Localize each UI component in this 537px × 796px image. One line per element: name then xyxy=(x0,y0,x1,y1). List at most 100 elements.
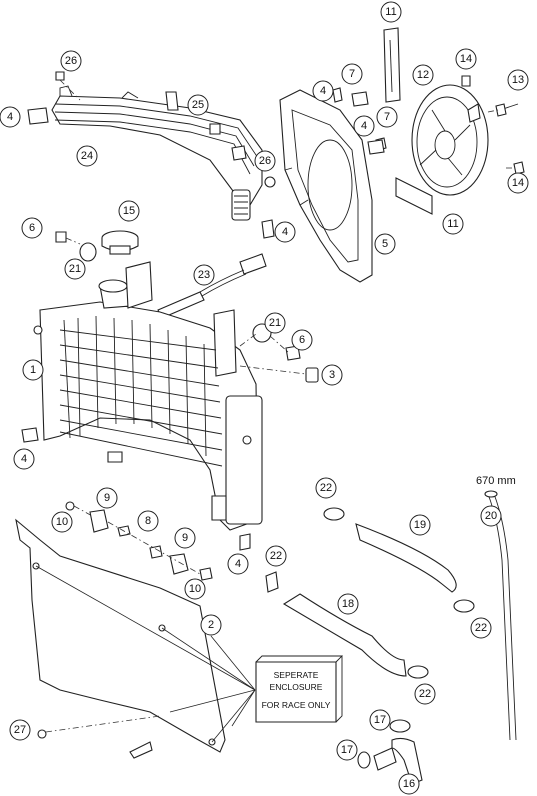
hose-length-label: 670 mm xyxy=(476,475,516,487)
callout-4f: 4 xyxy=(227,553,249,575)
svg-text:4: 4 xyxy=(282,226,288,238)
callout-4e: 4 xyxy=(13,448,35,470)
svg-text:9: 9 xyxy=(182,532,188,544)
svg-text:8: 8 xyxy=(145,515,151,527)
svg-text:19: 19 xyxy=(414,519,426,531)
svg-text:25: 25 xyxy=(192,99,204,111)
callout-4c: 4 xyxy=(312,80,334,102)
callout-3: 3 xyxy=(321,364,343,386)
callout-14b: 14 xyxy=(507,172,529,194)
callout-26b: 26 xyxy=(254,150,276,172)
fan-shroud xyxy=(279,89,373,283)
mounting-kit xyxy=(65,501,251,581)
svg-text:21: 21 xyxy=(69,263,81,275)
svg-text:7: 7 xyxy=(349,68,355,80)
main-radiator xyxy=(33,261,263,531)
enclosure-note-line3: FOR RACE ONLY xyxy=(262,700,331,710)
svg-text:22: 22 xyxy=(419,688,431,700)
svg-text:21: 21 xyxy=(269,317,281,329)
radiator-guard-plate xyxy=(15,518,256,759)
svg-text:5: 5 xyxy=(382,238,388,250)
svg-text:11: 11 xyxy=(447,218,458,230)
svg-text:26: 26 xyxy=(65,55,77,67)
callout-1: 1 xyxy=(22,359,44,381)
callout-22c: 22 xyxy=(470,617,492,639)
callout-23: 23 xyxy=(193,264,215,286)
callout-17b: 17 xyxy=(336,739,358,761)
svg-text:6: 6 xyxy=(299,334,305,346)
svg-text:4: 4 xyxy=(235,558,241,570)
svg-text:4: 4 xyxy=(361,120,367,132)
callout-4b: 4 xyxy=(274,221,296,243)
svg-text:23: 23 xyxy=(198,269,210,281)
callout-17a: 17 xyxy=(369,709,391,731)
svg-text:4: 4 xyxy=(320,85,326,97)
callout-10b: 10 xyxy=(184,578,206,600)
fan-switch-cable xyxy=(156,253,267,324)
separate-enclosure-box xyxy=(255,655,344,723)
callout-9a: 9 xyxy=(96,487,118,509)
callout-9b: 9 xyxy=(174,527,196,549)
callout-13: 13 xyxy=(507,69,529,91)
callout-7a: 7 xyxy=(341,63,363,85)
svg-text:12: 12 xyxy=(417,69,429,81)
svg-text:24: 24 xyxy=(81,150,93,162)
callout-24: 24 xyxy=(76,145,98,167)
svg-text:9: 9 xyxy=(104,492,110,504)
cooling-fan xyxy=(411,84,489,196)
svg-text:20: 20 xyxy=(485,510,497,522)
svg-text:3: 3 xyxy=(329,369,335,381)
radiator-cap xyxy=(101,230,139,255)
callout-5: 5 xyxy=(374,233,396,255)
svg-text:26: 26 xyxy=(259,155,271,167)
svg-text:10: 10 xyxy=(189,583,201,595)
clip-left xyxy=(21,427,39,443)
callout-2: 2 xyxy=(200,614,222,636)
callout-6b: 6 xyxy=(291,329,313,351)
callout-21a: 21 xyxy=(64,258,86,280)
svg-text:15: 15 xyxy=(123,205,135,217)
callout-14a: 14 xyxy=(455,48,477,70)
fan-bracket-lower xyxy=(395,177,433,215)
svg-text:4: 4 xyxy=(7,111,13,123)
callout-27: 27 xyxy=(9,719,31,741)
callout-11b: 11 xyxy=(442,213,464,235)
callout-4d: 4 xyxy=(353,115,375,137)
svg-text:22: 22 xyxy=(320,482,332,494)
callout-20: 20 xyxy=(480,505,502,527)
svg-text:6: 6 xyxy=(29,222,35,234)
callout-22d: 22 xyxy=(414,683,436,705)
callout-11a: 11 xyxy=(380,1,402,23)
callout-22b: 22 xyxy=(265,545,287,567)
svg-text:27: 27 xyxy=(14,724,26,736)
callout-6a: 6 xyxy=(21,217,43,239)
svg-text:17: 17 xyxy=(341,744,353,756)
callout-15: 15 xyxy=(118,200,140,222)
coolant-hoses xyxy=(265,490,517,785)
fan-bracket-upper xyxy=(383,27,401,103)
callout-26a: 26 xyxy=(60,50,82,72)
svg-text:14: 14 xyxy=(512,177,524,189)
callout-25: 25 xyxy=(187,94,209,116)
callout-18: 18 xyxy=(337,593,359,615)
svg-text:10: 10 xyxy=(56,516,68,528)
small-fasteners-top xyxy=(27,71,525,239)
svg-text:22: 22 xyxy=(475,622,487,634)
callout-8: 8 xyxy=(137,510,159,532)
callout-21b: 21 xyxy=(264,312,286,334)
svg-text:17: 17 xyxy=(374,714,386,726)
callout-10a: 10 xyxy=(51,511,73,533)
svg-text:11: 11 xyxy=(385,6,396,18)
svg-text:7: 7 xyxy=(384,111,390,123)
callout-4a: 4 xyxy=(0,106,21,128)
callout-19: 19 xyxy=(409,514,431,536)
svg-text:16: 16 xyxy=(403,778,415,790)
enclosure-note-line2: ENCLOSURE xyxy=(270,682,323,692)
callout-12: 12 xyxy=(412,64,434,86)
svg-text:14: 14 xyxy=(460,53,472,65)
enclosure-note-line1: SEPERATE xyxy=(274,670,319,680)
svg-text:13: 13 xyxy=(512,74,524,86)
callout-22a: 22 xyxy=(315,477,337,499)
svg-text:2: 2 xyxy=(208,619,214,631)
